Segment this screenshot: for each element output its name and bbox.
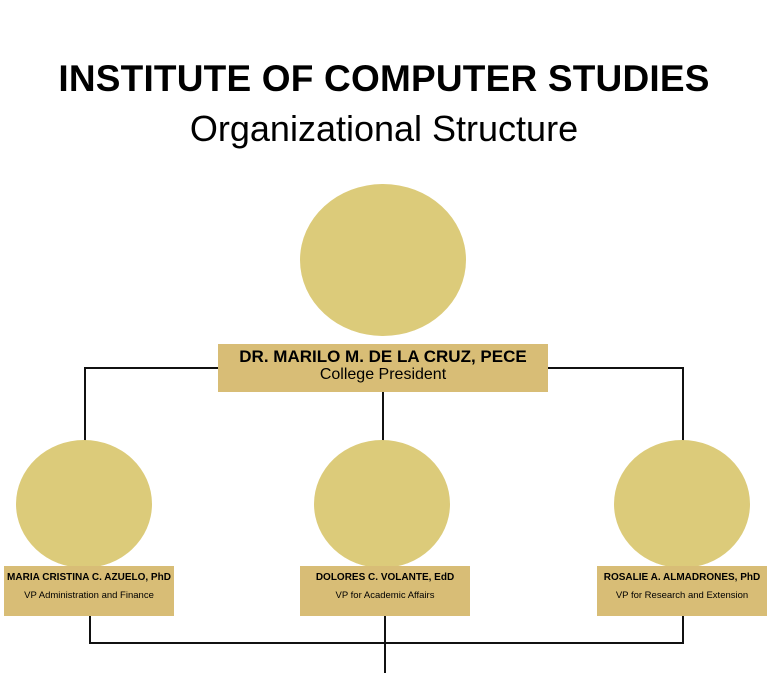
connector-right-drop	[682, 367, 684, 443]
vp-academic-name: DOLORES C. VOLANTE, EdD	[315, 572, 455, 583]
vp-academic-role: VP for Academic Affairs	[335, 590, 435, 601]
vp-admin-role: VP Administration and Finance	[24, 590, 154, 601]
vp-academic-label-box: DOLORES C. VOLANTE, EdD VP for Academic …	[300, 566, 470, 616]
connector-left-drop	[84, 367, 86, 443]
vp-research-photo-placeholder	[614, 440, 750, 568]
connector-bottom-right	[682, 616, 684, 643]
president-label-box: DR. MARILO M. DE LA CRUZ, PECE College P…	[218, 344, 548, 392]
connector-center-drop	[382, 392, 384, 442]
connector-bottom-horizontal	[89, 642, 684, 644]
connector-bottom-center	[384, 616, 386, 673]
vp-academic-photo-placeholder	[314, 440, 450, 568]
vp-research-label-box: ROSALIE A. ALMADRONES, PhD VP for Resear…	[597, 566, 767, 616]
page-title: INSTITUTE OF COMPUTER STUDIES	[58, 58, 710, 99]
vp-research-role: VP for Research and Extension	[615, 590, 749, 601]
vp-admin-photo-placeholder	[16, 440, 152, 568]
president-photo-placeholder	[300, 184, 466, 336]
page-subtitle: Organizational Structure	[189, 108, 579, 149]
vp-admin-name: MARIA CRISTINA C. AZUELO, PhD	[7, 572, 171, 583]
president-name: DR. MARILO M. DE LA CRUZ, PECE	[239, 347, 527, 366]
vp-research-name: ROSALIE A. ALMADRONES, PhD	[603, 572, 761, 583]
vp-admin-label-box: MARIA CRISTINA C. AZUELO, PhD VP Adminis…	[4, 566, 174, 616]
connector-bottom-left	[89, 616, 91, 643]
president-role: College President	[319, 366, 447, 383]
